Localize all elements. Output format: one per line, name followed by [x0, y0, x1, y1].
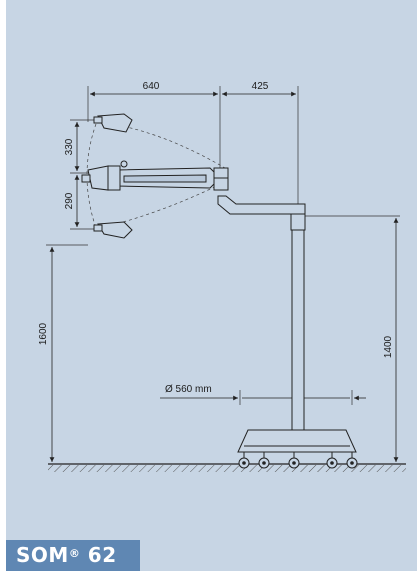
microscope-head-down: [93, 221, 133, 239]
dimension-lines: [49, 91, 399, 462]
caster-wheels: [238, 452, 358, 469]
extension-lines: [46, 86, 400, 405]
microscope-head-up: [93, 113, 133, 133]
microscope-arm: [107, 160, 215, 191]
microscope-head-middle: [81, 165, 109, 191]
dim-column-height: 1400: [383, 335, 394, 358]
dim-arm-offset: 425: [252, 81, 269, 92]
dim-arm-length: 640: [143, 81, 160, 92]
support-arm: [213, 167, 306, 215]
floor: [48, 463, 406, 472]
product-name: SOM: [16, 543, 69, 567]
dim-head-up: 330: [64, 138, 75, 155]
product-model: 62: [87, 543, 117, 567]
dim-head-down: 290: [64, 192, 75, 209]
dim-base-diameter: Ø 560 mm: [165, 384, 212, 395]
product-label: SOM® 62: [6, 540, 140, 571]
registered-mark: ®: [68, 547, 81, 560]
stand-column: [237, 213, 357, 453]
dim-total-height: 1600: [38, 322, 49, 345]
